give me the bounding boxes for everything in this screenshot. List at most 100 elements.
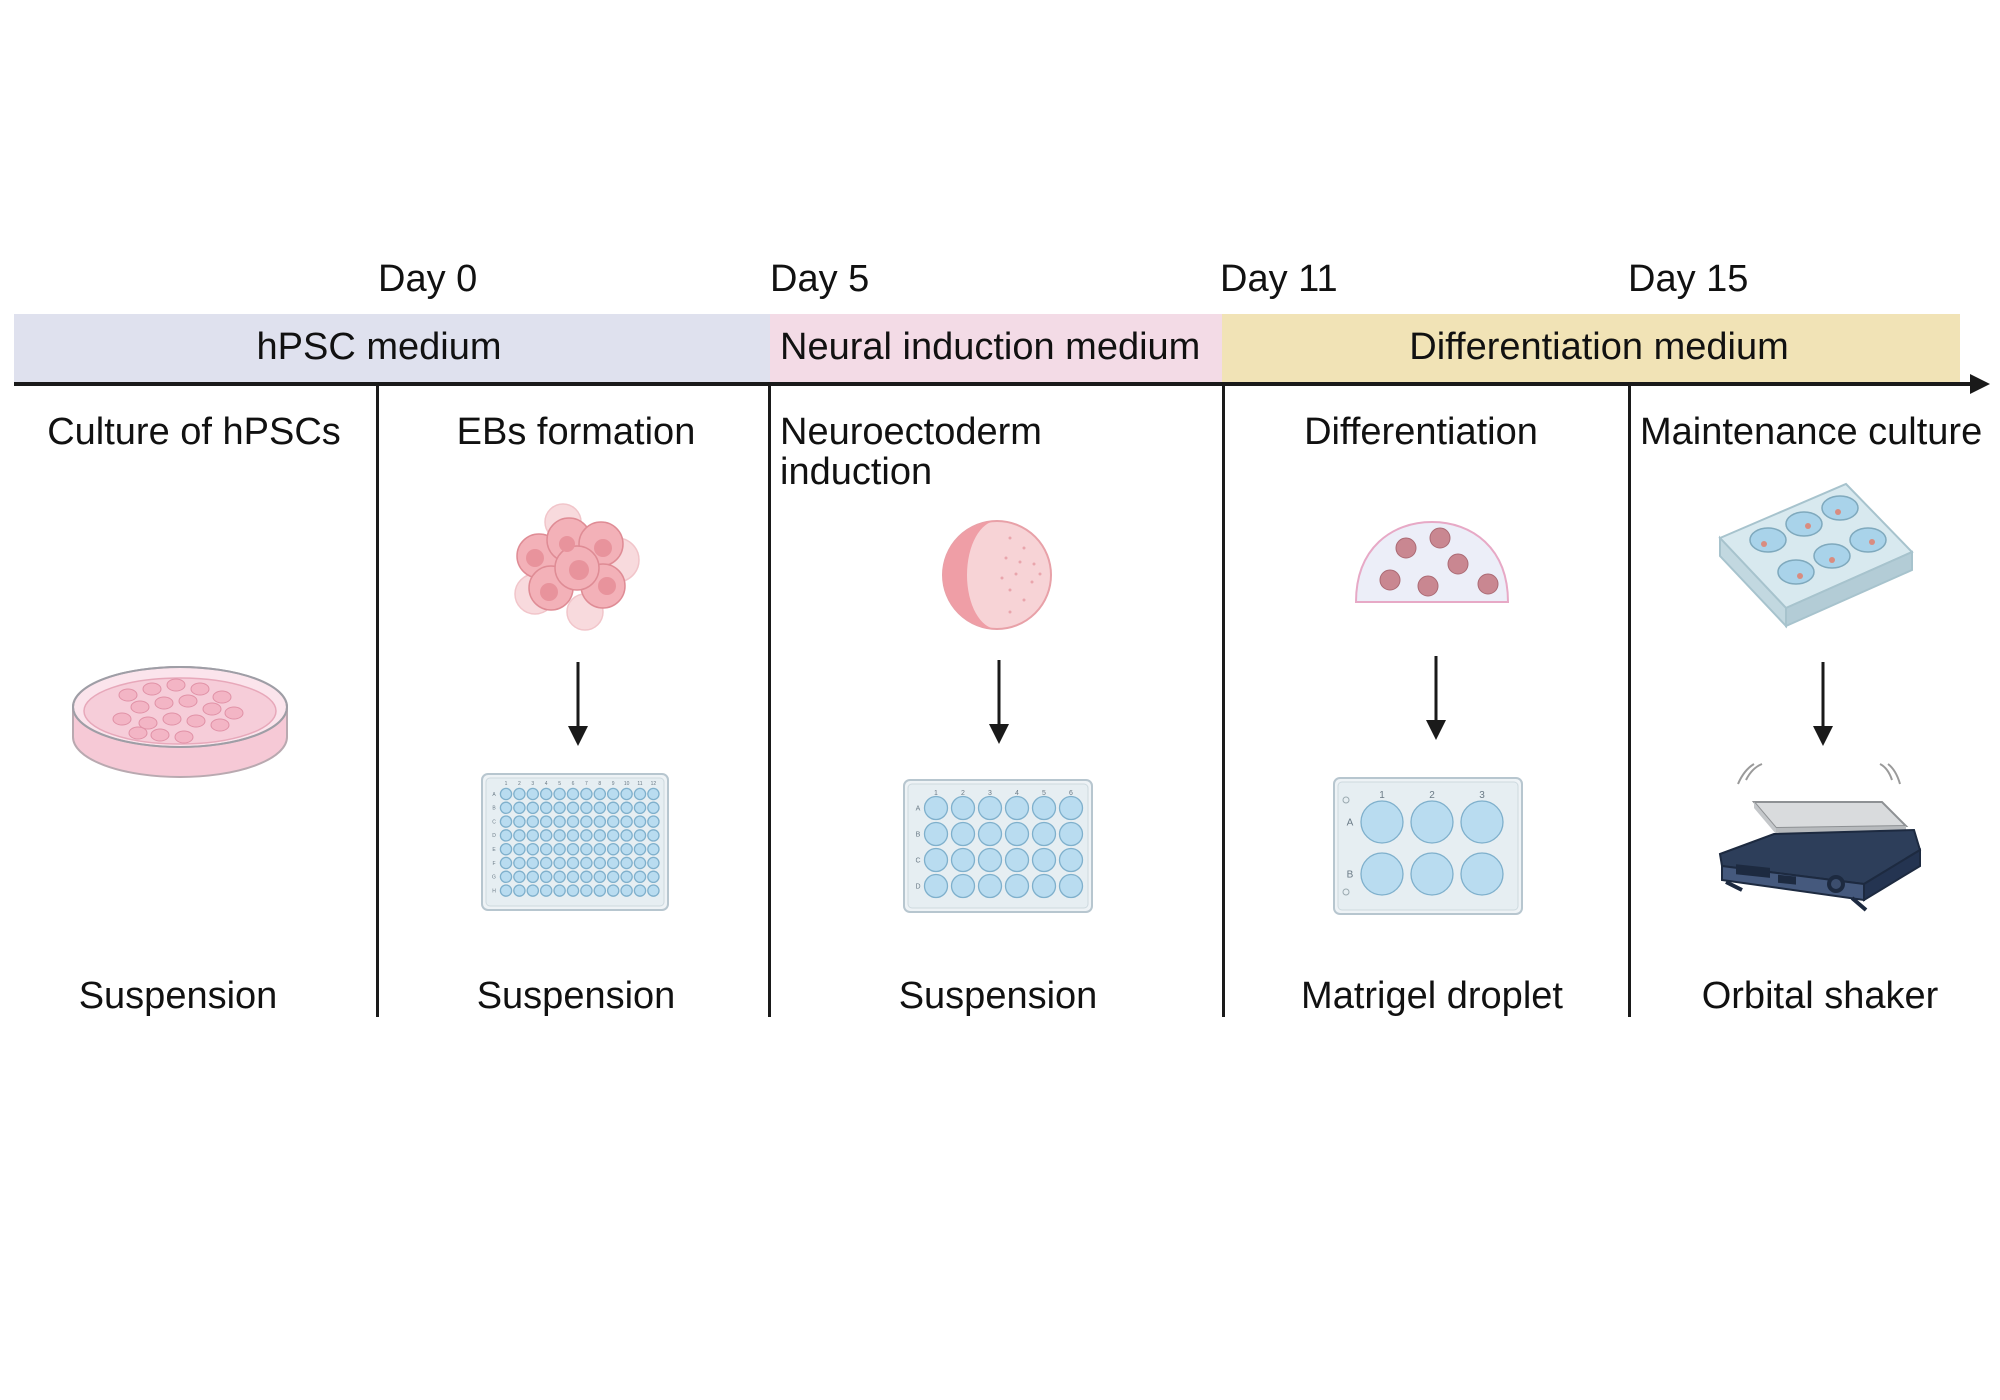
p96-well — [499, 842, 513, 856]
p6-well — [1360, 852, 1404, 896]
p96-row-label: H — [492, 888, 496, 894]
petri-dish-icon — [72, 666, 288, 778]
p96-well — [499, 870, 513, 884]
p96-well — [513, 815, 526, 828]
p24-well — [1004, 873, 1030, 899]
p96-well — [513, 856, 526, 870]
p24-row-label: B — [916, 831, 921, 838]
p96-well — [526, 829, 540, 842]
down-arrow-icon — [1813, 662, 1833, 746]
p96-well — [593, 829, 607, 842]
p96-col-label: 1 — [505, 781, 508, 787]
p96-well — [553, 856, 566, 870]
p96-col-label: 12 — [651, 781, 657, 787]
p96-row-label: B — [492, 806, 496, 812]
method-label-neuroectoderm: Suspension — [898, 975, 1098, 1017]
p96-well — [539, 870, 553, 884]
p96-well — [593, 787, 607, 801]
p96-well — [526, 842, 540, 856]
method-label-maintenance: Orbital shaker — [1701, 975, 1939, 1017]
p24-well — [950, 821, 976, 847]
p96-well — [553, 787, 566, 801]
hpsc-medium-band — [14, 314, 770, 384]
stage-title-maintenance: Maintenance culture — [1640, 411, 1983, 453]
p96-well — [620, 884, 633, 897]
p24-row-label: D — [915, 883, 920, 890]
p96-well — [526, 856, 540, 870]
p24-well — [950, 847, 976, 873]
p96-well — [580, 787, 593, 801]
p24-well — [923, 873, 949, 899]
p96-well — [633, 884, 647, 897]
p96-well — [606, 829, 620, 842]
p24-well — [923, 821, 949, 847]
matrigel-droplet-icon — [1354, 520, 1510, 603]
p96-col-label: 2 — [518, 781, 521, 787]
p96-well — [513, 829, 526, 842]
p96-well — [580, 801, 593, 815]
p96-well — [566, 884, 580, 897]
p96-row-label: D — [492, 833, 496, 839]
p96-well — [593, 815, 607, 828]
p96-col-label: 4 — [545, 781, 548, 787]
stage-title-neuroectoderm-line1: Neuroectoderm — [780, 411, 1042, 453]
p96-well — [539, 842, 553, 856]
p24-well — [977, 795, 1003, 821]
p96-well — [633, 815, 647, 828]
p24-well — [1004, 795, 1030, 821]
p24-well — [923, 795, 949, 821]
timeline-arrowhead-icon — [1970, 374, 1990, 394]
stage-title-ebs: EBs formation — [456, 411, 696, 453]
down-arrow-icon — [1426, 656, 1446, 740]
p6-col-label: 2 — [1429, 790, 1435, 801]
p96-well — [513, 884, 526, 897]
stage-title-culture: Culture of hPSCs — [47, 411, 341, 453]
p24-well — [1058, 847, 1084, 873]
p96-well — [566, 856, 580, 870]
p24-well — [977, 821, 1003, 847]
method-label-ebs: Suspension — [476, 975, 676, 1017]
6-well-plate-tilted-icon — [1718, 482, 1914, 629]
p24-col-label: 3 — [988, 790, 992, 797]
p96-well — [539, 815, 553, 828]
stage-divider — [768, 384, 771, 1017]
cell-cluster-icon — [514, 503, 640, 631]
p24-well — [1031, 847, 1057, 873]
p96-well — [633, 842, 647, 856]
p96-well — [580, 884, 593, 897]
p96-well — [633, 870, 647, 884]
p96-row-label: F — [492, 861, 495, 867]
p96-col-label: 9 — [612, 781, 615, 787]
p96-well — [633, 856, 647, 870]
p96-well — [566, 787, 580, 801]
p96-well — [526, 815, 540, 828]
p96-well — [647, 801, 660, 815]
p96-well — [606, 787, 620, 801]
p24-col-label: 6 — [1069, 790, 1073, 797]
p96-well — [553, 870, 566, 884]
p96-well — [499, 815, 513, 828]
p24-well — [977, 847, 1003, 873]
p96-well — [593, 856, 607, 870]
p96-well — [566, 829, 580, 842]
p6-row-label: B — [1347, 870, 1354, 881]
p96-well — [593, 870, 607, 884]
p24-well — [1004, 847, 1030, 873]
p6-col-label: 3 — [1479, 790, 1485, 801]
p96-well — [647, 856, 660, 870]
p96-row-label: A — [492, 792, 496, 798]
p24-well — [923, 847, 949, 873]
p96-col-label: 8 — [598, 781, 601, 787]
p96-well — [580, 856, 593, 870]
p24-well — [950, 795, 976, 821]
p96-well — [606, 815, 620, 828]
p96-well — [526, 787, 540, 801]
p96-well — [580, 870, 593, 884]
p6-well — [1360, 800, 1404, 844]
p96-well — [606, 870, 620, 884]
p24-well — [1031, 873, 1057, 899]
p96-well — [620, 801, 633, 815]
p24-well — [1004, 821, 1030, 847]
p96-well — [647, 787, 660, 801]
